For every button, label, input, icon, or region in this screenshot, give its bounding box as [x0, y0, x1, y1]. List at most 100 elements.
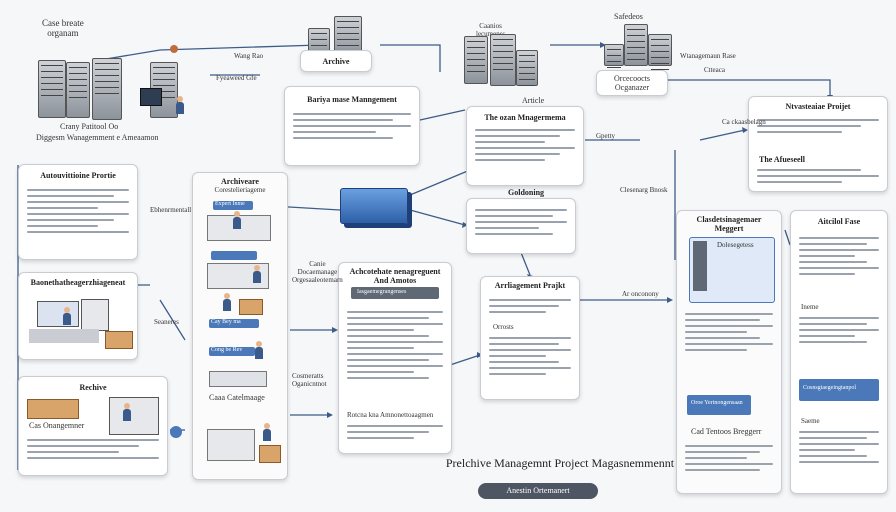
archive-top-label: Archive — [322, 56, 350, 66]
person-icon — [176, 96, 184, 114]
position-label-4: Cong be Rev — [211, 347, 243, 353]
project-detail-panel[interactable]: Arrliagement Prajkt Orrosts — [480, 276, 580, 400]
top-right-servers-label: Safedeos — [614, 12, 643, 21]
center-side-label-1: Canie Docaemanage Orgesaaleotemarn — [292, 260, 343, 284]
organizer-box[interactable]: Orcecoocts Ocganazer — [596, 70, 668, 96]
right-column-sub: Ineme — [801, 303, 819, 311]
left-low-panel[interactable]: Baonethatheagerzhiageneat — [18, 272, 138, 360]
center-panel-bar — [351, 287, 439, 299]
connector-label-1: Clesenarg Bnosk — [620, 186, 668, 194]
person-icon — [253, 265, 261, 283]
box-icon — [239, 299, 263, 315]
computer-icon — [37, 301, 79, 327]
project-detail-sub: Orrosts — [493, 323, 514, 331]
scanner-icon — [209, 371, 267, 387]
server-rack-icon — [464, 36, 488, 84]
person-icon — [255, 341, 263, 359]
position-label-3: Cay Bey ma — [211, 319, 241, 325]
article-panel[interactable]: The ozan Mnagermema — [466, 106, 584, 186]
left-archive-sub: Cas Onangemner — [29, 421, 85, 430]
monitor-icon — [81, 299, 109, 331]
left-archive-title: Rechive — [79, 383, 107, 392]
desk-icon — [29, 329, 99, 343]
page-headline: Prelchive Managemnt Project Magasnemmenn… — [445, 456, 675, 470]
left-server-caption: Crany Patitool Oo — [60, 122, 119, 131]
person-icon — [63, 307, 71, 325]
server-rack-icon — [66, 62, 90, 118]
person-icon — [263, 423, 271, 441]
center-panel-sub: Rotcna kna Amnonettoaagmen — [347, 411, 434, 419]
project-panel-title: Bariya mase Manngement — [307, 95, 397, 104]
checklist-panel[interactable] — [466, 198, 576, 254]
left-mid-title: Autouvittioine Prortie — [40, 171, 116, 180]
server-rack-icon — [648, 34, 672, 66]
right-column-panel[interactable]: Aitcilol Fase Ineme Cosnsgtaegeingtanpol… — [790, 210, 888, 494]
connector-label-sarehes: Seaneres — [154, 318, 179, 326]
environment-bar — [211, 251, 257, 260]
checklist-title: Goldoning — [508, 188, 545, 197]
archive-column-sub: Corestelieriageme — [214, 186, 266, 194]
connector-label-2: Ca ckaasbelagn — [722, 118, 766, 126]
left-mid-panel[interactable]: Autouvittioine Prortie — [18, 164, 138, 260]
position-label-5: Caaa Catelmaage — [209, 393, 265, 402]
monitor-icon — [140, 88, 162, 106]
phone-icon — [693, 241, 707, 291]
box-icon — [105, 331, 133, 349]
node-dot — [170, 45, 178, 53]
position-label-1: Expert Inme — [215, 201, 245, 207]
server-rack-icon — [38, 60, 66, 118]
node-dot — [170, 426, 182, 438]
person-icon — [223, 293, 231, 311]
center-panel-title: Achcotehate nenagreguent And Amotos — [349, 267, 441, 285]
right-low-title: Cad Tentoos Breggerr — [691, 427, 762, 436]
box-icon — [259, 445, 281, 463]
connector-label-3: Ar onconony — [622, 290, 659, 298]
right-blue-button — [687, 395, 751, 415]
left-low-title: Baonethatheagerzhiageneat — [30, 278, 126, 287]
connector-label-4: Gpetty — [596, 132, 616, 140]
archive-top-box[interactable]: Archive — [300, 50, 372, 72]
top-right-small: Ctteaca — [704, 66, 725, 74]
expert-bar — [213, 201, 253, 210]
right-column-blue-bar — [799, 379, 879, 401]
person-icon — [233, 211, 241, 229]
center-panel[interactable]: Achcotehate nenagreguent And Amotos Iasg… — [338, 262, 452, 454]
person-icon — [123, 403, 131, 421]
left-mid-side-label: Ebhenrmentall — [150, 206, 192, 214]
top-left-label: Case breate organam — [42, 18, 84, 38]
right-cards-title: Clasdetsinagemaer Meggert — [696, 215, 762, 233]
database-cube-icon — [340, 188, 408, 224]
left-server-sub: Diggesm Wanagemment e Ameaamon — [36, 133, 159, 142]
top-small-label-2: Fyeaweed Gfe — [216, 74, 257, 82]
organizer-label: Orcecoocts Ocganazer — [614, 74, 650, 92]
right-column-sub2: Saeme — [801, 417, 820, 425]
action-button[interactable]: Anestin Ortemanert — [478, 483, 598, 499]
center-side-label-3: Cosmeratts Oganicntnot — [292, 372, 327, 388]
right-column-blue-label: Cosnsgtaegeingtanpol — [803, 385, 856, 391]
server-rack-icon — [604, 44, 624, 66]
right-blue-label: Dolesegetess — [717, 241, 754, 249]
center-panel-bar-label: Iasgaemegrangenses — [357, 289, 407, 295]
archive-box-icon — [27, 399, 79, 419]
monitor-icon — [109, 397, 159, 435]
cabinet-icon — [207, 429, 255, 461]
project-detail-title: Arrliagement Prajkt — [494, 281, 566, 290]
right-blue-label-2: Oroe Yertnongensaan — [691, 400, 743, 406]
right-project-panel[interactable]: Ntvasteaiae Proijet The Afueseell — [748, 96, 888, 192]
rev-bar — [209, 347, 255, 356]
server-rack-icon — [516, 50, 538, 86]
server-rack-icon — [92, 58, 122, 120]
right-project-sub: The Afueseell — [759, 155, 805, 164]
project-panel[interactable]: Bariya mase Manngement — [284, 86, 420, 166]
archive-column-panel[interactable]: Archiveare Corestelieriageme Expert Inme… — [192, 172, 288, 480]
bay-bar — [209, 319, 259, 328]
right-project-title: Ntvasteaiae Proijet — [785, 102, 851, 111]
right-cards-panel[interactable]: Clasdetsinagemaer Meggert Dolesegetess O… — [676, 210, 782, 494]
article-small-label: Article — [522, 96, 545, 105]
archive-column-title: Archiveare — [221, 177, 259, 186]
left-archive-panel[interactable]: Rechive Cas Onangemner — [18, 376, 168, 476]
server-rack-icon — [624, 24, 648, 66]
server-rack-icon — [490, 34, 516, 86]
top-small-label-1: Wang Rao — [234, 52, 264, 60]
top-right-caption: Wtanagemaun Rase — [680, 52, 736, 60]
